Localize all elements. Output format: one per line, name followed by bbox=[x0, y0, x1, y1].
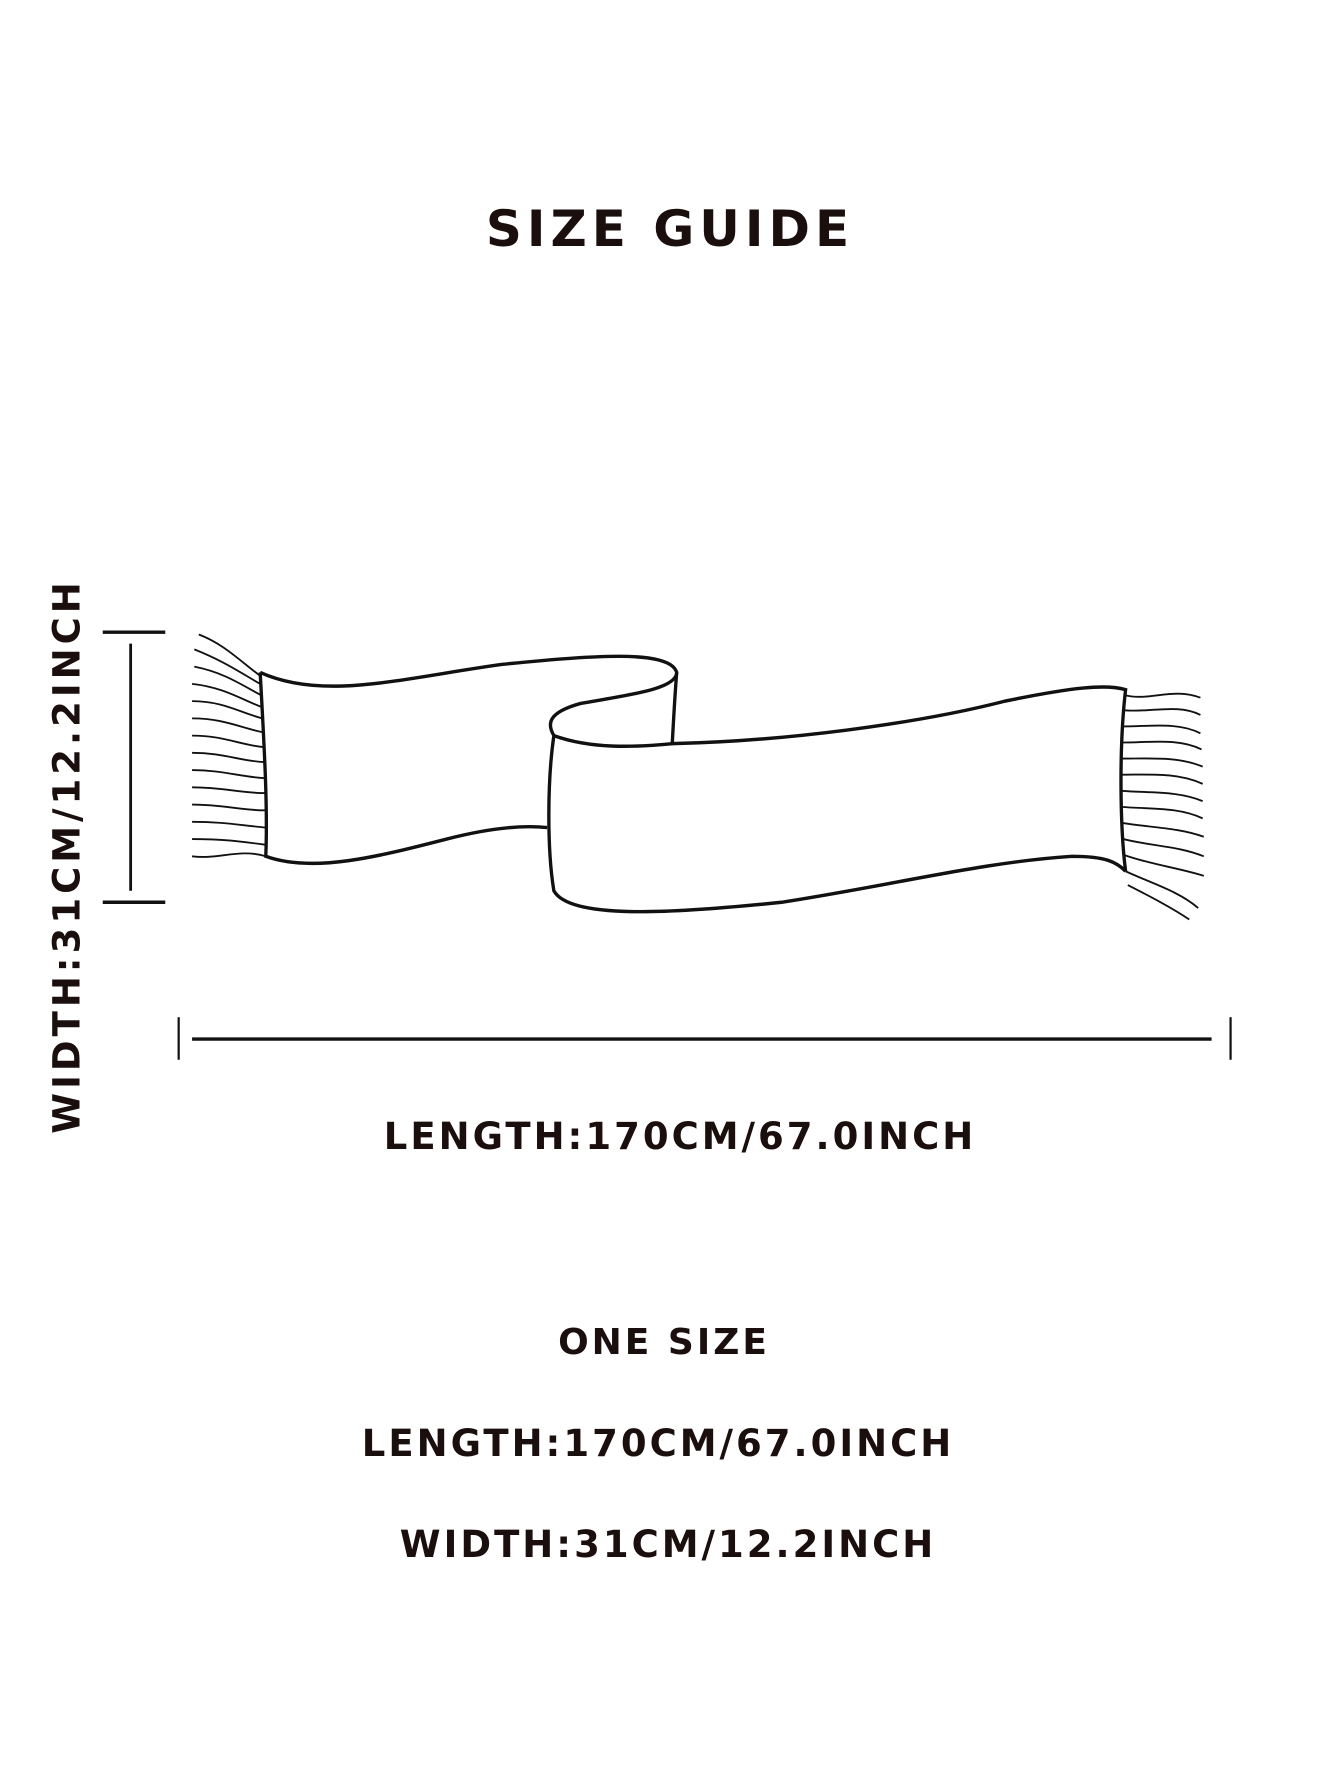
scarf-outline-icon bbox=[258, 654, 1128, 914]
page-title: SIZE GUIDE bbox=[485, 200, 855, 258]
width-dimension-label: WIDTH:31CM/12.2INCH bbox=[45, 578, 89, 1134]
fringe-right bbox=[1121, 692, 1205, 921]
width-spec: WIDTH:31CM/12.2INCH bbox=[399, 1523, 937, 1566]
length-dimension-label: LENGTH:170CM/67.0INCH bbox=[383, 1115, 977, 1158]
length-dimension-line bbox=[177, 1017, 1232, 1060]
fringe-left bbox=[191, 633, 267, 858]
size-name: ONE SIZE bbox=[558, 1322, 770, 1363]
width-dimension-line bbox=[102, 630, 166, 904]
length-spec: LENGTH:170CM/67.0INCH bbox=[361, 1422, 955, 1465]
